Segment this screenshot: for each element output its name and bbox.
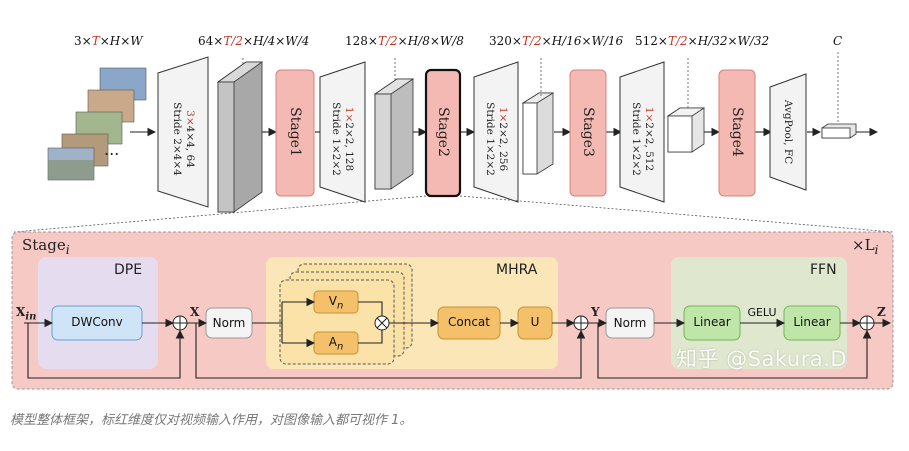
zoom-lines: [13, 195, 894, 233]
linear2-label: Linear: [793, 315, 831, 329]
input-dims-label: 3×T×H×W: [74, 34, 143, 48]
norm2-label: Norm: [613, 316, 647, 330]
dims-label-2: 128×T/2×H/8×W/8: [345, 34, 464, 48]
stage-1-box: [275, 69, 315, 197]
stage-2-label: Stage2: [435, 107, 451, 157]
conv-block-2: [319, 61, 366, 203]
watermark: 知乎 @Sakura.D: [676, 347, 848, 371]
norm1-label: Norm: [212, 316, 246, 330]
dpe-title: DPE: [114, 262, 143, 278]
feature-map-4: [666, 107, 706, 153]
head-block: [769, 73, 807, 191]
stage-1-label: Stage1: [287, 107, 303, 157]
feature-map-2: [373, 78, 415, 190]
add-op-3: [859, 315, 875, 331]
detail-flow-lines: [24, 297, 892, 379]
y-label: Y: [591, 305, 600, 319]
repeat-label: ×Li: [852, 236, 879, 257]
output-vector: [821, 123, 857, 139]
stage-2-box: [424, 68, 462, 198]
a-label: An: [328, 335, 344, 353]
conv-block-3: [473, 61, 519, 203]
conv-block-4: [619, 61, 665, 203]
stage-3-box: [569, 69, 607, 197]
linear1-label: Linear: [693, 315, 731, 329]
dims-label-1: 64×T/2×H/4×W/4: [198, 34, 310, 48]
dims-label-5: C: [833, 34, 843, 48]
ffn-panel: [671, 257, 847, 369]
mhra-title: MHRA: [496, 262, 538, 278]
ffn-title: FFN: [810, 262, 837, 278]
add-op-2: [573, 315, 589, 331]
stage-4-box: [718, 69, 756, 197]
multiply-op: [374, 315, 390, 331]
u-label: U: [530, 315, 540, 329]
figure-caption: 模型整体框架，标红维度仅对视频输入作用，对图像输入都可视作 1。: [10, 413, 413, 428]
dim-leader-lines: [242, 52, 839, 124]
feature-map-3: [521, 92, 555, 175]
dwconv-label: DWConv: [71, 315, 123, 329]
add-op-1: [172, 315, 188, 331]
x-in-label: Xin: [16, 305, 37, 323]
stage-3-label: Stage3: [580, 107, 596, 157]
dims-label-4: 512×T/2×H/32×W/32: [635, 34, 770, 48]
stage-i-label: Stagei: [22, 236, 70, 257]
dims-label-3: 320×T/2×H/16×W/16: [489, 34, 624, 48]
concat-label: Concat: [448, 315, 490, 329]
stage-4-label: Stage4: [729, 107, 745, 157]
v-label: Vn: [328, 294, 344, 312]
x-label: X: [190, 305, 200, 319]
head-label: AvgPool, FC: [782, 99, 794, 165]
gelu-label: GELU: [747, 306, 777, 319]
conv-block-1: [157, 56, 209, 208]
input-video-frames: [47, 67, 147, 181]
feature-map-1: [216, 61, 264, 213]
z-label: Z: [877, 305, 886, 319]
frames-ellipsis: ...: [104, 140, 120, 159]
